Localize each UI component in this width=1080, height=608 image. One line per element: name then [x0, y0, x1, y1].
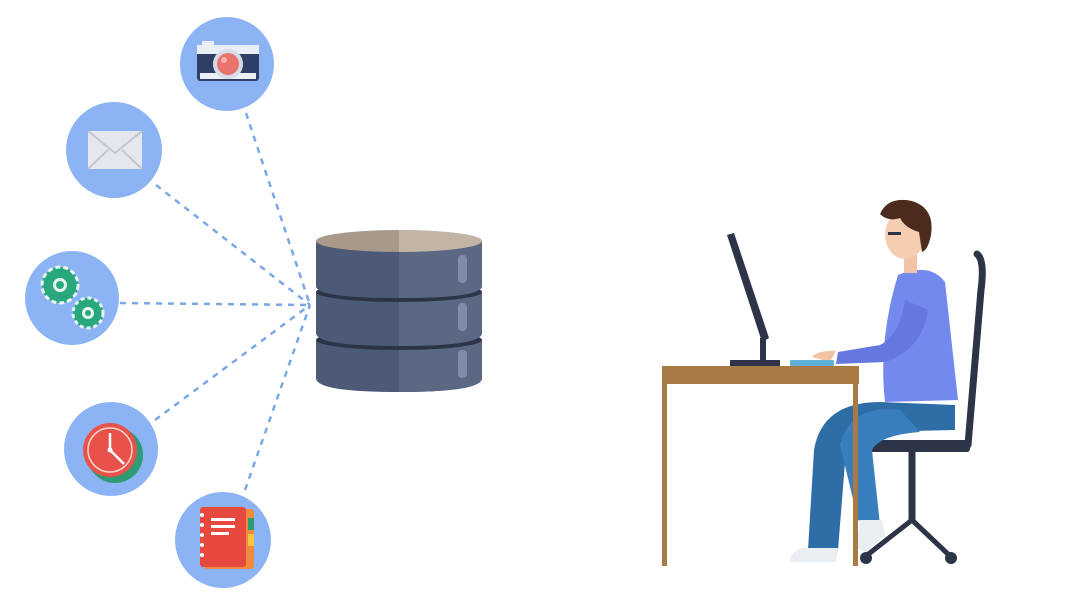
email-icon	[87, 130, 143, 170]
gears-node	[25, 251, 119, 345]
database-icon	[316, 230, 482, 392]
settings-gears-icon	[40, 265, 105, 330]
office-chair	[860, 250, 986, 564]
connector-lines	[119, 112, 312, 491]
desk	[662, 366, 859, 566]
connector-gears	[119, 301, 311, 307]
clock-icon	[83, 423, 143, 483]
person-at-desk	[662, 199, 986, 566]
camera-node	[180, 17, 274, 111]
connector-notebook	[243, 304, 312, 491]
notebook-node	[175, 492, 271, 588]
keyboard	[790, 360, 834, 366]
connector-email	[155, 184, 311, 306]
connector-camera	[244, 112, 312, 306]
notebook-icon	[200, 507, 254, 569]
clock-node	[64, 402, 158, 496]
camera-icon	[197, 41, 259, 81]
connector-clock	[154, 303, 311, 422]
email-node	[66, 102, 162, 198]
monitor	[727, 233, 780, 366]
